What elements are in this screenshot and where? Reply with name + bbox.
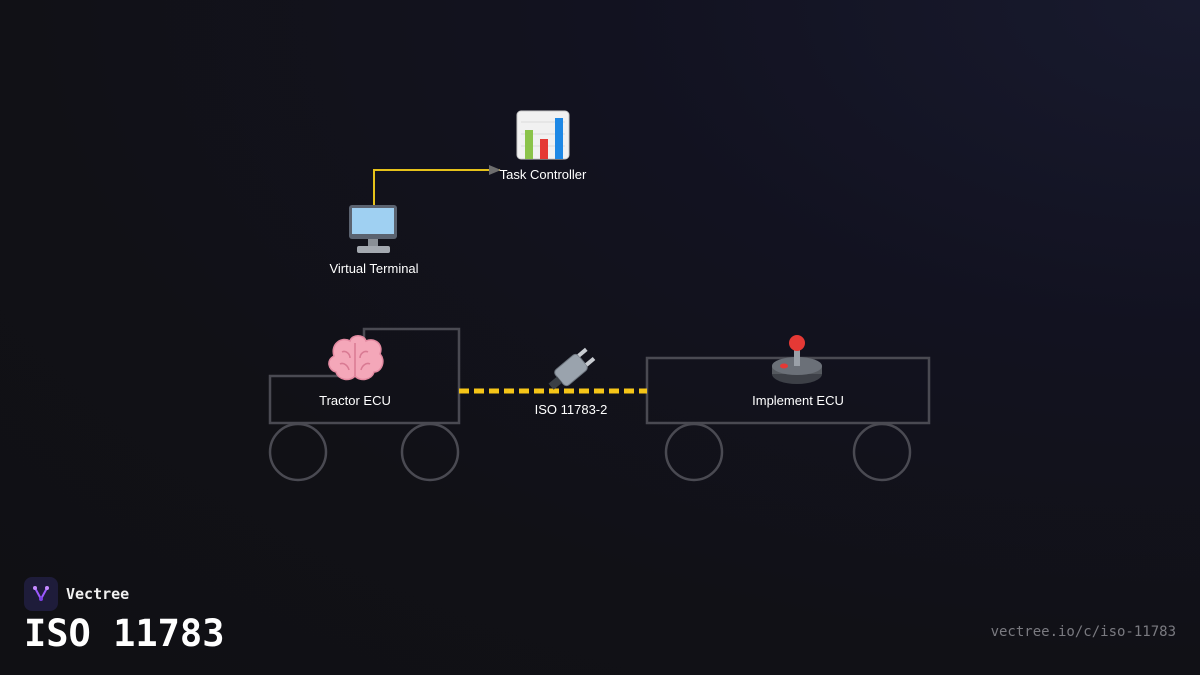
virtual-terminal-node[interactable]: Virtual Terminal <box>329 205 419 276</box>
iso-bus-label: ISO 11783-2 <box>535 402 608 417</box>
vt-to-tc-connector <box>373 165 501 207</box>
desktop-computer-icon <box>349 205 397 253</box>
iso-bus-node[interactable]: ISO 11783-2 <box>535 346 608 417</box>
bar-chart-icon <box>516 110 570 160</box>
page-url[interactable]: vectree.io/c/iso-11783 <box>990 624 1176 640</box>
implement-right-wheel <box>852 422 912 482</box>
task-controller-label: Task Controller <box>500 167 587 182</box>
tractor-rear-wheel <box>268 422 328 482</box>
implement-ecu-label: Implement ECU <box>752 393 844 408</box>
brand-name: Vectree <box>66 585 130 603</box>
plug-icon <box>548 347 596 390</box>
tractor-front-wheel <box>400 422 460 482</box>
implement-ecu-node[interactable]: Implement ECU <box>752 335 844 408</box>
brand[interactable]: Vectree <box>24 577 129 611</box>
virtual-terminal-label: Virtual Terminal <box>329 261 418 276</box>
joystick-icon <box>772 335 822 384</box>
tractor-ecu-label: Tractor ECU <box>319 393 391 408</box>
vectree-logo-icon <box>24 577 58 611</box>
task-controller-node[interactable]: Task Controller <box>500 110 587 182</box>
page-title: ISO 11783 <box>24 612 225 655</box>
tractor-ecu-node[interactable]: Tractor ECU <box>319 335 391 408</box>
brain-icon <box>328 335 384 381</box>
implement-left-wheel <box>664 422 724 482</box>
